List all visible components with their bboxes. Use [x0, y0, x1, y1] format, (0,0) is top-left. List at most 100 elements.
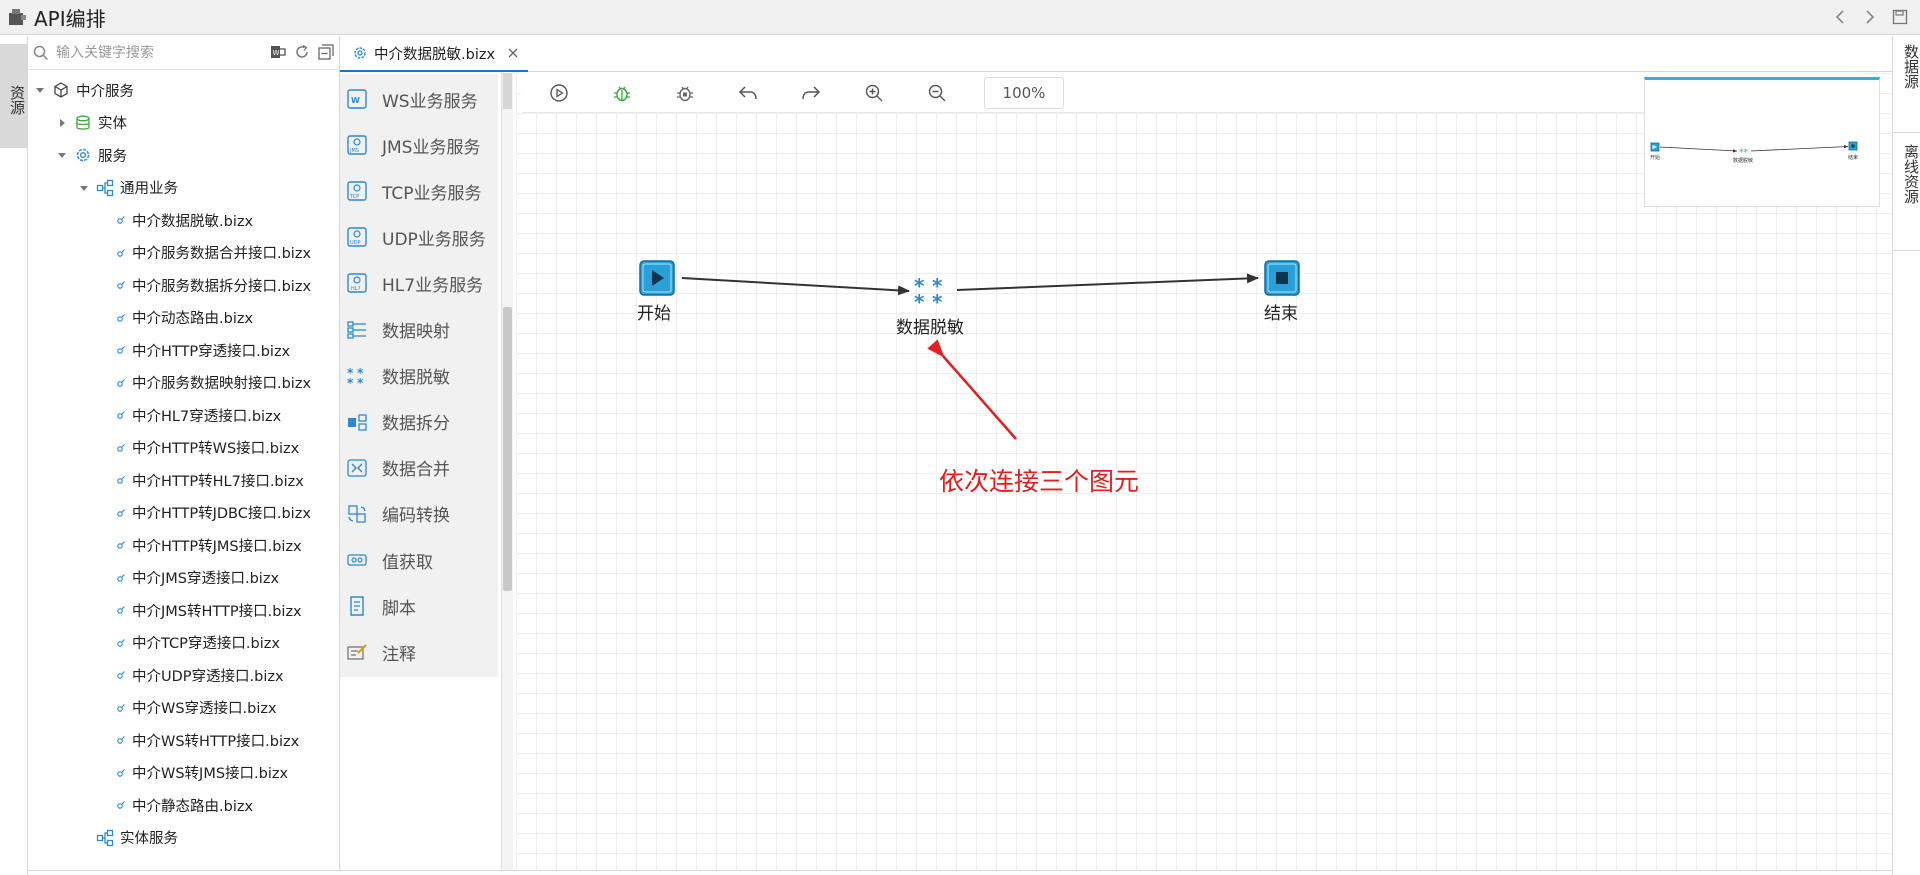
flow-node-masking[interactable]: * * * *	[910, 273, 954, 311]
forward-chevron-icon[interactable]	[1860, 6, 1880, 28]
tree-file-item[interactable]: 中介WS穿透接口.bizx	[28, 692, 339, 725]
tree-file-item[interactable]: 中介数据脱敏.bizx	[28, 204, 339, 237]
svg-text:*: *	[914, 290, 925, 311]
palette-item-label: 脚本	[382, 598, 416, 619]
caret-right-icon[interactable]	[56, 117, 68, 129]
play-icon	[652, 270, 664, 286]
minimap[interactable]: ** 开始 数据脱敏 结束	[1644, 77, 1880, 207]
svg-text:W: W	[273, 49, 280, 57]
palette-item-label: 数据映射	[382, 322, 450, 342]
close-icon[interactable]	[507, 47, 519, 59]
refresh-icon[interactable]	[293, 43, 311, 61]
zoom-out-button[interactable]	[920, 76, 954, 110]
minimap-label: 开始	[1650, 154, 1660, 161]
merge-icon	[347, 459, 367, 477]
tree-file-item[interactable]: 中介服务数据拆分接口.bizx	[28, 269, 339, 302]
palette-item-label: UDP业务服务	[382, 229, 486, 250]
tree-file-item[interactable]: 中介HTTP转JDBC接口.bizx	[28, 497, 339, 530]
tab-data-masking[interactable]: 中介数据脱敏.bizx	[340, 36, 528, 72]
run-button[interactable]	[542, 76, 576, 110]
flow-node-end[interactable]	[1264, 260, 1300, 296]
tree-file-item[interactable]: 中介WS转JMS接口.bizx	[28, 757, 339, 790]
save-icon[interactable]	[1890, 6, 1910, 28]
stop-debug-button[interactable]	[668, 76, 702, 110]
tree-file-item[interactable]: 中介JMS穿透接口.bizx	[28, 562, 339, 595]
tree-file-label: 中介UDP穿透接口.bizx	[132, 668, 284, 685]
redo-button[interactable]	[794, 76, 828, 110]
flow-canvas[interactable]: 100% ** 开始 数据脱敏 结束	[516, 73, 1892, 870]
tree-file-item[interactable]: 中介HTTP转HL7接口.bizx	[28, 464, 339, 497]
tree-file-item[interactable]: 中介HTTP穿透接口.bizx	[28, 334, 339, 367]
file-icon	[117, 313, 125, 322]
debug-button[interactable]	[605, 76, 639, 110]
minimap-label: 数据脱敏	[1733, 157, 1753, 164]
tree-node-service[interactable]: 服务	[28, 139, 339, 172]
cube-icon	[54, 82, 68, 99]
tree-file-item[interactable]: 中介WS转HTTP接口.bizx	[28, 724, 339, 757]
palette-scrollbar[interactable]	[502, 73, 513, 870]
palette-item[interactable]: ****数据脱敏	[340, 350, 498, 401]
tree-file-item[interactable]: 中介HTTP转WS接口.bizx	[28, 432, 339, 465]
palette-item[interactable]: 数据合并	[340, 442, 498, 493]
tree-node-entity[interactable]: 实体	[28, 107, 339, 140]
tree-node-general-business[interactable]: 通用业务	[28, 172, 339, 205]
palette-item[interactable]: 数据映射	[340, 304, 498, 355]
tree-file-item[interactable]: 中介HTTP转JMS接口.bizx	[28, 529, 339, 562]
tab-label: 中介数据脱敏.bizx	[374, 46, 496, 63]
search-input[interactable]	[56, 44, 266, 61]
tree-file-item[interactable]: 中介HL7穿透接口.bizx	[28, 399, 339, 432]
mapping-icon	[347, 320, 366, 339]
minimap-masking-glyph: **	[1739, 148, 1749, 158]
flow-node-start[interactable]	[639, 260, 675, 296]
caret-down-icon[interactable]	[34, 84, 46, 96]
zoom-in-button[interactable]	[857, 76, 891, 110]
palette-item-label: 数据合并	[382, 460, 450, 481]
palette-item[interactable]: 编码转换	[340, 488, 498, 539]
note-icon	[347, 644, 367, 660]
collapse-all-icon[interactable]	[317, 43, 335, 61]
hierarchy-icon	[96, 829, 114, 846]
flow-edge-start-to-masking[interactable]	[681, 277, 910, 296]
palette-item[interactable]: 数据拆分	[340, 396, 498, 447]
scrollbar-thumb[interactable]	[503, 307, 512, 591]
tree-file-item[interactable]: 中介静态路由.bizx	[28, 789, 339, 822]
file-icon	[117, 638, 125, 647]
svg-text:*: *	[914, 274, 925, 298]
zoom-level[interactable]: 100%	[984, 76, 1064, 109]
tree-node-label: 实体	[98, 116, 127, 133]
palette-item[interactable]: 注释	[340, 627, 498, 678]
palette-item-label: TCP业务服务	[382, 183, 482, 204]
tab-data-source[interactable]: 数据源	[1902, 44, 1920, 89]
back-chevron-icon[interactable]	[1830, 6, 1850, 28]
locate-icon[interactable]: W	[269, 43, 287, 61]
caret-down-icon[interactable]	[78, 182, 90, 194]
palette-item[interactable]: 脚本	[340, 581, 498, 632]
tree-node-entity-service[interactable]: 实体服务	[28, 822, 339, 855]
file-icon	[117, 346, 125, 355]
tree-file-item[interactable]: 中介服务数据合并接口.bizx	[28, 237, 339, 270]
tree-file-item[interactable]: 中介动态路由.bizx	[28, 302, 339, 335]
flow-edge-masking-to-end[interactable]	[956, 273, 1259, 291]
tree-file-label: 中介HTTP转WS接口.bizx	[132, 441, 300, 458]
tree-file-item[interactable]: 中介JMS转HTTP接口.bizx	[28, 594, 339, 627]
caret-down-icon[interactable]	[56, 149, 68, 161]
tree-file-item[interactable]: 中介UDP穿透接口.bizx	[28, 659, 339, 692]
tab-offline-resources[interactable]: 离线资源	[1902, 144, 1920, 204]
palette-item[interactable]: 值获取	[340, 535, 498, 585]
tree-file-item[interactable]: 中介TCP穿透接口.bizx	[28, 627, 339, 660]
flow-node-label: 数据脱敏	[896, 318, 964, 338]
tree-node-root[interactable]: 中介服务	[28, 74, 339, 107]
tree-file-item[interactable]: 中介服务数据映射接口.bizx	[28, 367, 339, 400]
editor-tab-bar: 中介数据脱敏.bizx	[340, 36, 1892, 72]
split-icon	[348, 414, 367, 431]
undo-button[interactable]	[731, 76, 765, 110]
tab-resources[interactable]: 资源	[0, 44, 27, 148]
tree-node-label: 中介服务	[76, 83, 134, 100]
gear-icon	[354, 47, 366, 59]
palette-item-label: JMS业务服务	[382, 137, 481, 158]
